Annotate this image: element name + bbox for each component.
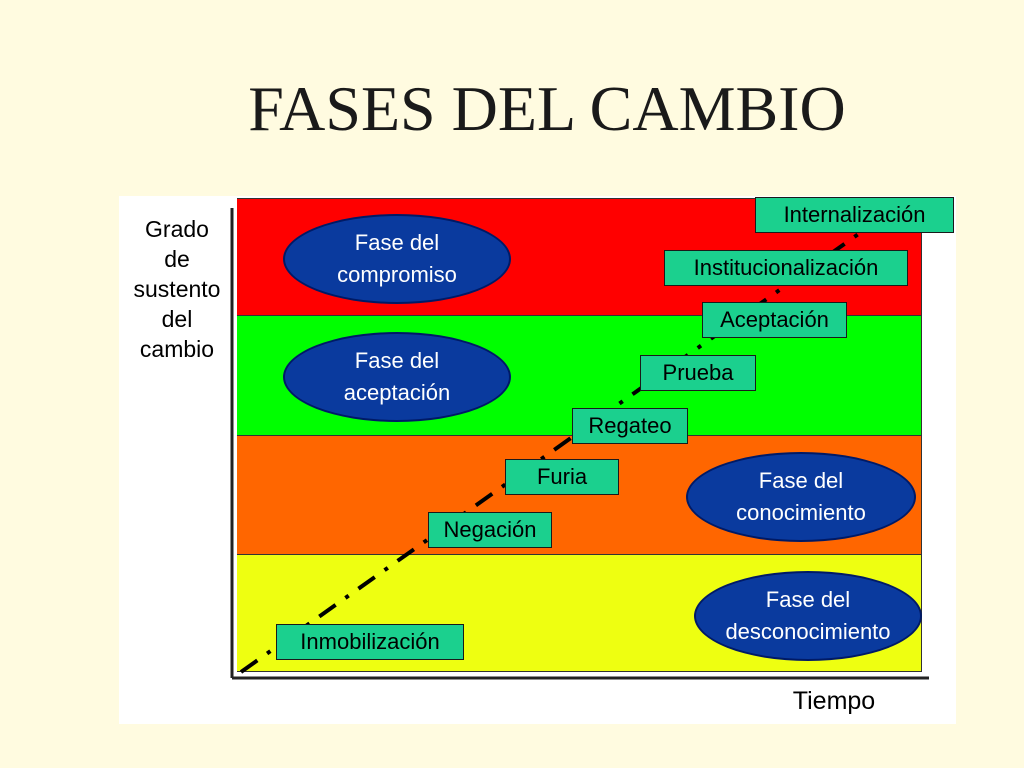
x-axis-label: Tiempo xyxy=(792,687,876,715)
stage-prueba: Prueba xyxy=(640,355,756,391)
phase-line: desconocimiento xyxy=(725,619,891,644)
stage-inmobilizacion: Inmobilización xyxy=(276,624,464,660)
stage-institucionalizacion: Institucionalización xyxy=(664,250,908,286)
phase-aceptacion: Fase del aceptación xyxy=(283,332,511,422)
phase-line: Fase del xyxy=(765,587,851,612)
y-axis-label-line: del xyxy=(161,306,193,332)
stage-regateo: Regateo xyxy=(572,408,688,444)
slide-title: FASES DEL CAMBIO xyxy=(248,73,846,144)
phase-line: Fase del xyxy=(758,468,844,493)
stage-furia: Furia xyxy=(505,459,619,495)
y-axis-label-line: Grado xyxy=(145,216,209,242)
y-axis-label: Grado de sustento del cambio xyxy=(123,214,231,364)
phase-line: aceptación xyxy=(343,380,451,405)
phase-line: Fase del xyxy=(354,230,440,255)
diagram-panel: Grado de sustento del cambio Tiempo Fase… xyxy=(119,196,956,724)
y-axis-label-line: cambio xyxy=(139,336,215,362)
phase-line: compromiso xyxy=(337,262,457,287)
phase-line: conocimiento xyxy=(736,500,866,525)
y-axis-label-line: de xyxy=(164,246,190,272)
phase-line: Fase del xyxy=(354,348,440,373)
trend-dash-dot-line xyxy=(239,216,883,674)
phase-compromiso: Fase del compromiso xyxy=(283,214,511,304)
stage-internalizacion: Internalización xyxy=(755,197,954,233)
phase-desconocimiento: Fase del desconocimiento xyxy=(694,571,922,661)
y-axis-label-line: sustento xyxy=(133,276,221,302)
stage-aceptacion: Aceptación xyxy=(702,302,847,338)
phase-conocimiento: Fase del conocimiento xyxy=(686,452,916,542)
axes-and-trend-line xyxy=(230,208,929,680)
stage-negacion: Negación xyxy=(428,512,552,548)
